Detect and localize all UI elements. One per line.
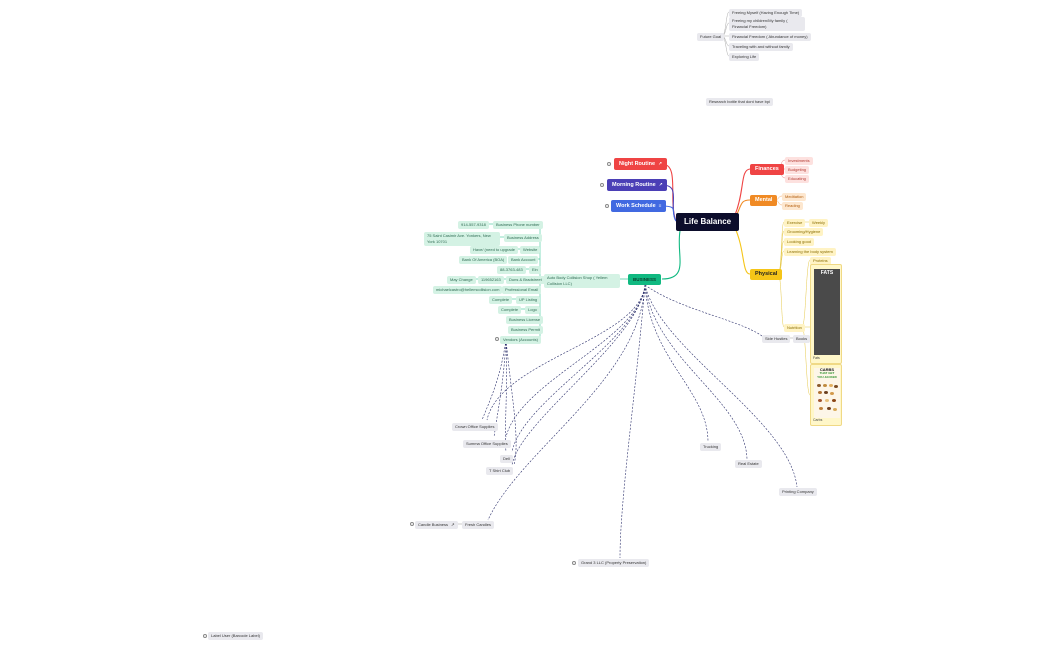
business-detail-value[interactable]: 88-3763-483: [497, 266, 526, 274]
side-hustles-node[interactable]: Side Hustles: [762, 335, 791, 343]
collapse-toggle[interactable]: [605, 204, 609, 208]
business-detail-key[interactable]: Business Phone number: [493, 221, 543, 229]
future-goal-item[interactable]: Exploring Life: [729, 53, 760, 61]
business-detail-key[interactable]: Business Address: [504, 234, 542, 242]
mental-item[interactable]: Meditation: [782, 193, 807, 201]
business-detail-extra[interactable]: May Change: [447, 276, 476, 284]
vendor-node[interactable]: T Shirt Club: [486, 467, 514, 475]
carbs-caption: Carbs: [813, 418, 823, 422]
business-detail-key[interactable]: Duns & Bradstreet: [506, 276, 545, 284]
external-link-icon[interactable]: ↗: [658, 161, 662, 166]
external-link-icon[interactable]: ↗: [658, 182, 663, 187]
work-schedule-label: Work Schedule: [616, 203, 656, 209]
business-detail-key[interactable]: Professional Email: [502, 286, 542, 294]
fats-caption: Fats: [813, 356, 820, 360]
carbs-image-card[interactable]: CARBS THAT GET YOU JACKED Carbs: [810, 364, 842, 426]
fats-poster-title: FATS: [820, 270, 834, 276]
books-node[interactable]: Books: [793, 335, 811, 343]
physical-item[interactable]: Learning the body system: [784, 248, 836, 256]
business-entity-node[interactable]: Auto Body Collision Shop ( Yellem Collis…: [544, 274, 620, 288]
finances-item[interactable]: Educating: [785, 175, 809, 183]
fats-image-card[interactable]: FATS Fats: [810, 264, 842, 364]
night-routine-label: Night Routine: [619, 161, 656, 167]
weekly-node[interactable]: Weekly: [809, 219, 829, 227]
business-detail-value[interactable]: michaelcastro@hellemcollision.com: [433, 286, 503, 294]
finances-item[interactable]: Investments: [785, 157, 813, 165]
future-goal-item[interactable]: Freeing my children/My family ( Financia…: [729, 17, 805, 31]
carbs-poster-subtitle: THAT GET: [819, 371, 835, 376]
venture-node[interactable]: Real Estate: [735, 460, 762, 468]
business-detail-key[interactable]: Vendors (Accounts): [500, 336, 541, 344]
morning-routine-label: Morning Routine: [612, 182, 656, 188]
mental-item[interactable]: Reading: [782, 202, 803, 210]
candle-business-node[interactable]: Candle Business↗: [415, 521, 458, 529]
mental-node[interactable]: Mental: [750, 195, 778, 206]
collapse-toggle[interactable]: [203, 634, 207, 638]
business-detail-value[interactable]: 119652163: [478, 276, 504, 284]
business-detail-key[interactable]: Logo: [525, 306, 540, 314]
business-detail-key[interactable]: UP Listing: [516, 296, 541, 304]
floating-topic[interactable]: Label User (Barcode Label): [208, 632, 263, 640]
morning-routine-node[interactable]: Morning Routine↗: [607, 179, 668, 191]
night-routine-node[interactable]: Night Routine↗: [614, 158, 667, 170]
fats-poster-image: FATS: [814, 269, 840, 355]
venture-node[interactable]: Trucking: [700, 443, 722, 451]
collapse-toggle[interactable]: [607, 162, 611, 166]
grand3-node[interactable]: Grand 3 LLC (Property Preservation): [578, 559, 650, 567]
collapse-toggle[interactable]: [410, 522, 414, 526]
note-icon[interactable]: ≡: [658, 203, 662, 208]
future-goal-item[interactable]: Traveling with and without family: [729, 43, 793, 51]
business-detail-value[interactable]: Complete: [498, 306, 522, 314]
future-goal-item[interactable]: Freeing Myself (Having Enough Time): [729, 9, 803, 17]
vendor-node[interactable]: Dell: [500, 455, 513, 463]
vendor-node[interactable]: Summa Office Supplies: [463, 440, 511, 448]
exercise-node[interactable]: Exercise: [784, 219, 806, 227]
nutrition-node[interactable]: Nutrition: [784, 324, 805, 332]
collapse-toggle[interactable]: [600, 183, 604, 187]
vendor-node[interactable]: Crown Office Supplies: [452, 423, 498, 431]
physical-item[interactable]: Grooming/Hygiene: [784, 228, 824, 236]
external-link-icon[interactable]: ↗: [451, 522, 455, 527]
business-detail-value[interactable]: Have/ (need to upgrade: [470, 246, 519, 254]
finances-node[interactable]: Finances: [750, 164, 784, 175]
business-node[interactable]: BUSINESS: [628, 274, 662, 285]
research-note[interactable]: Research bottle that dont have bpi: [706, 98, 773, 106]
business-detail-value[interactable]: 75 Saint Casimir Ave. Yonkers, New York …: [424, 232, 500, 246]
venture-node[interactable]: Printing Company: [779, 488, 817, 496]
fresh-candles-node[interactable]: Fresh Candles: [462, 521, 495, 529]
physical-node[interactable]: Physical: [750, 269, 783, 280]
business-detail-key[interactable]: Ein: [529, 266, 541, 274]
proteins-node[interactable]: Proteins: [810, 257, 831, 265]
future-goal-item[interactable]: Financial Freedom ( Abundance of money): [729, 33, 811, 41]
candle-business-label: Candle Business: [418, 522, 449, 527]
business-detail-key[interactable]: Bank Account: [508, 256, 539, 264]
physical-item[interactable]: Looking good: [784, 238, 815, 246]
work-schedule-node[interactable]: Work Schedule≡: [611, 200, 667, 212]
root-node-life-balance[interactable]: Life Balance: [676, 213, 740, 231]
future-goal-node[interactable]: Future Goal: [697, 33, 725, 41]
collapse-toggle[interactable]: [572, 561, 576, 565]
business-detail-value[interactable]: Complete: [489, 296, 513, 304]
business-detail-value[interactable]: Bank Of America (BOA): [459, 256, 508, 264]
finances-item[interactable]: Budgeting: [785, 166, 810, 174]
business-detail-key[interactable]: Business License: [506, 316, 544, 324]
business-detail-value[interactable]: 914-557-9318: [458, 221, 489, 229]
business-detail-key[interactable]: Website: [520, 246, 541, 254]
carbs-poster-title: CARBS: [819, 368, 835, 372]
carbs-poster-subtitle: YOU JACKED: [817, 374, 837, 379]
carbs-poster-image: CARBS THAT GET YOU JACKED: [814, 368, 840, 418]
business-detail-key[interactable]: Business Permit: [508, 326, 543, 334]
collapse-toggle[interactable]: [495, 337, 499, 341]
